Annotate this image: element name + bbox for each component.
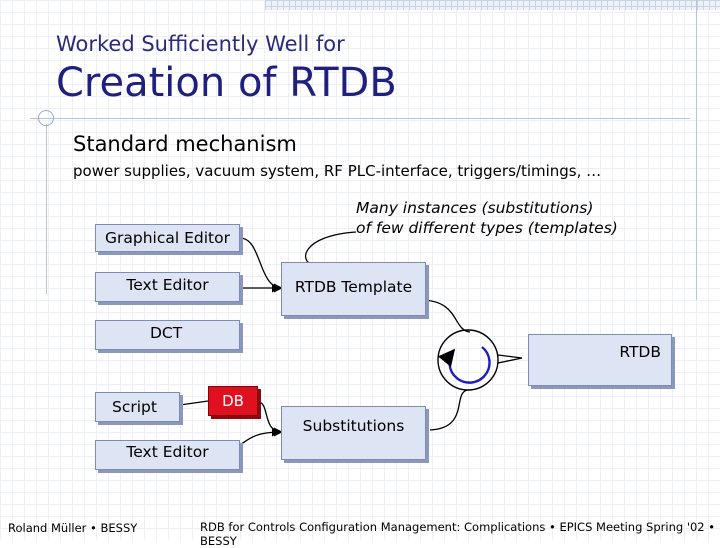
script-box: Script [95, 392, 180, 422]
rotation-arrow-icon [437, 346, 491, 384]
title-underline-rule [30, 118, 690, 119]
script-label: Script [112, 398, 157, 416]
rtdb-template-label: RTDB Template [294, 278, 413, 296]
dct-box: DCT [95, 320, 240, 350]
connector-substitutions-to-cycle [429, 389, 469, 431]
bullet-sub: power supplies, vacuum system, RF PLC-in… [73, 162, 602, 180]
diagram-annotation: Many instances (substitutions) of few di… [356, 198, 618, 238]
footer-event: RDB for Controls Configuration Managemen… [200, 520, 716, 548]
slide-title: Creation of RTDB [56, 60, 397, 106]
substitutions-label: Substitutions [302, 417, 405, 435]
connector-script-to-db [179, 400, 209, 406]
rtdb-label: RTDB [619, 343, 661, 361]
graphical-editor-label: Graphical Editor [105, 229, 230, 247]
top-decorative-band [265, 0, 720, 10]
text-editor-top-label: Text Editor [126, 276, 209, 294]
slide-subtitle: Worked Sufficiently Well for [56, 32, 345, 56]
graphical-editor-box: Graphical Editor [95, 224, 240, 252]
connector-cycle-to-rtdb [497, 354, 523, 364]
substitutions-box: Substitutions [281, 406, 426, 460]
connector-annotation-to-template [304, 231, 357, 265]
db-label: DB [222, 392, 244, 410]
dct-label: DCT [150, 324, 183, 342]
right-decorative-rule [696, 0, 697, 300]
bullet-main: Standard mechanism [73, 132, 297, 156]
footer-author: Roland Müller • BESSY [8, 521, 138, 535]
text-editor-bottom-box: Text Editor [95, 440, 240, 470]
connector-db-to-substitutions [257, 401, 283, 437]
crosshair-circle [38, 110, 54, 126]
connector-graphical-editor-to-template [239, 237, 283, 293]
annotation-line-1: Many instances (substitutions) [356, 199, 594, 217]
rtdb-template-box: RTDB Template [281, 262, 426, 316]
annotation-line-2: of few different types (templates) [356, 219, 618, 237]
text-editor-top-box: Text Editor [95, 272, 240, 302]
left-decorative-rule [46, 124, 47, 294]
rtdb-box: RTDB [528, 334, 672, 386]
text-editor-bottom-label: Text Editor [126, 443, 209, 461]
connector-template-to-cycle [419, 299, 471, 333]
db-box: DB [208, 386, 258, 416]
